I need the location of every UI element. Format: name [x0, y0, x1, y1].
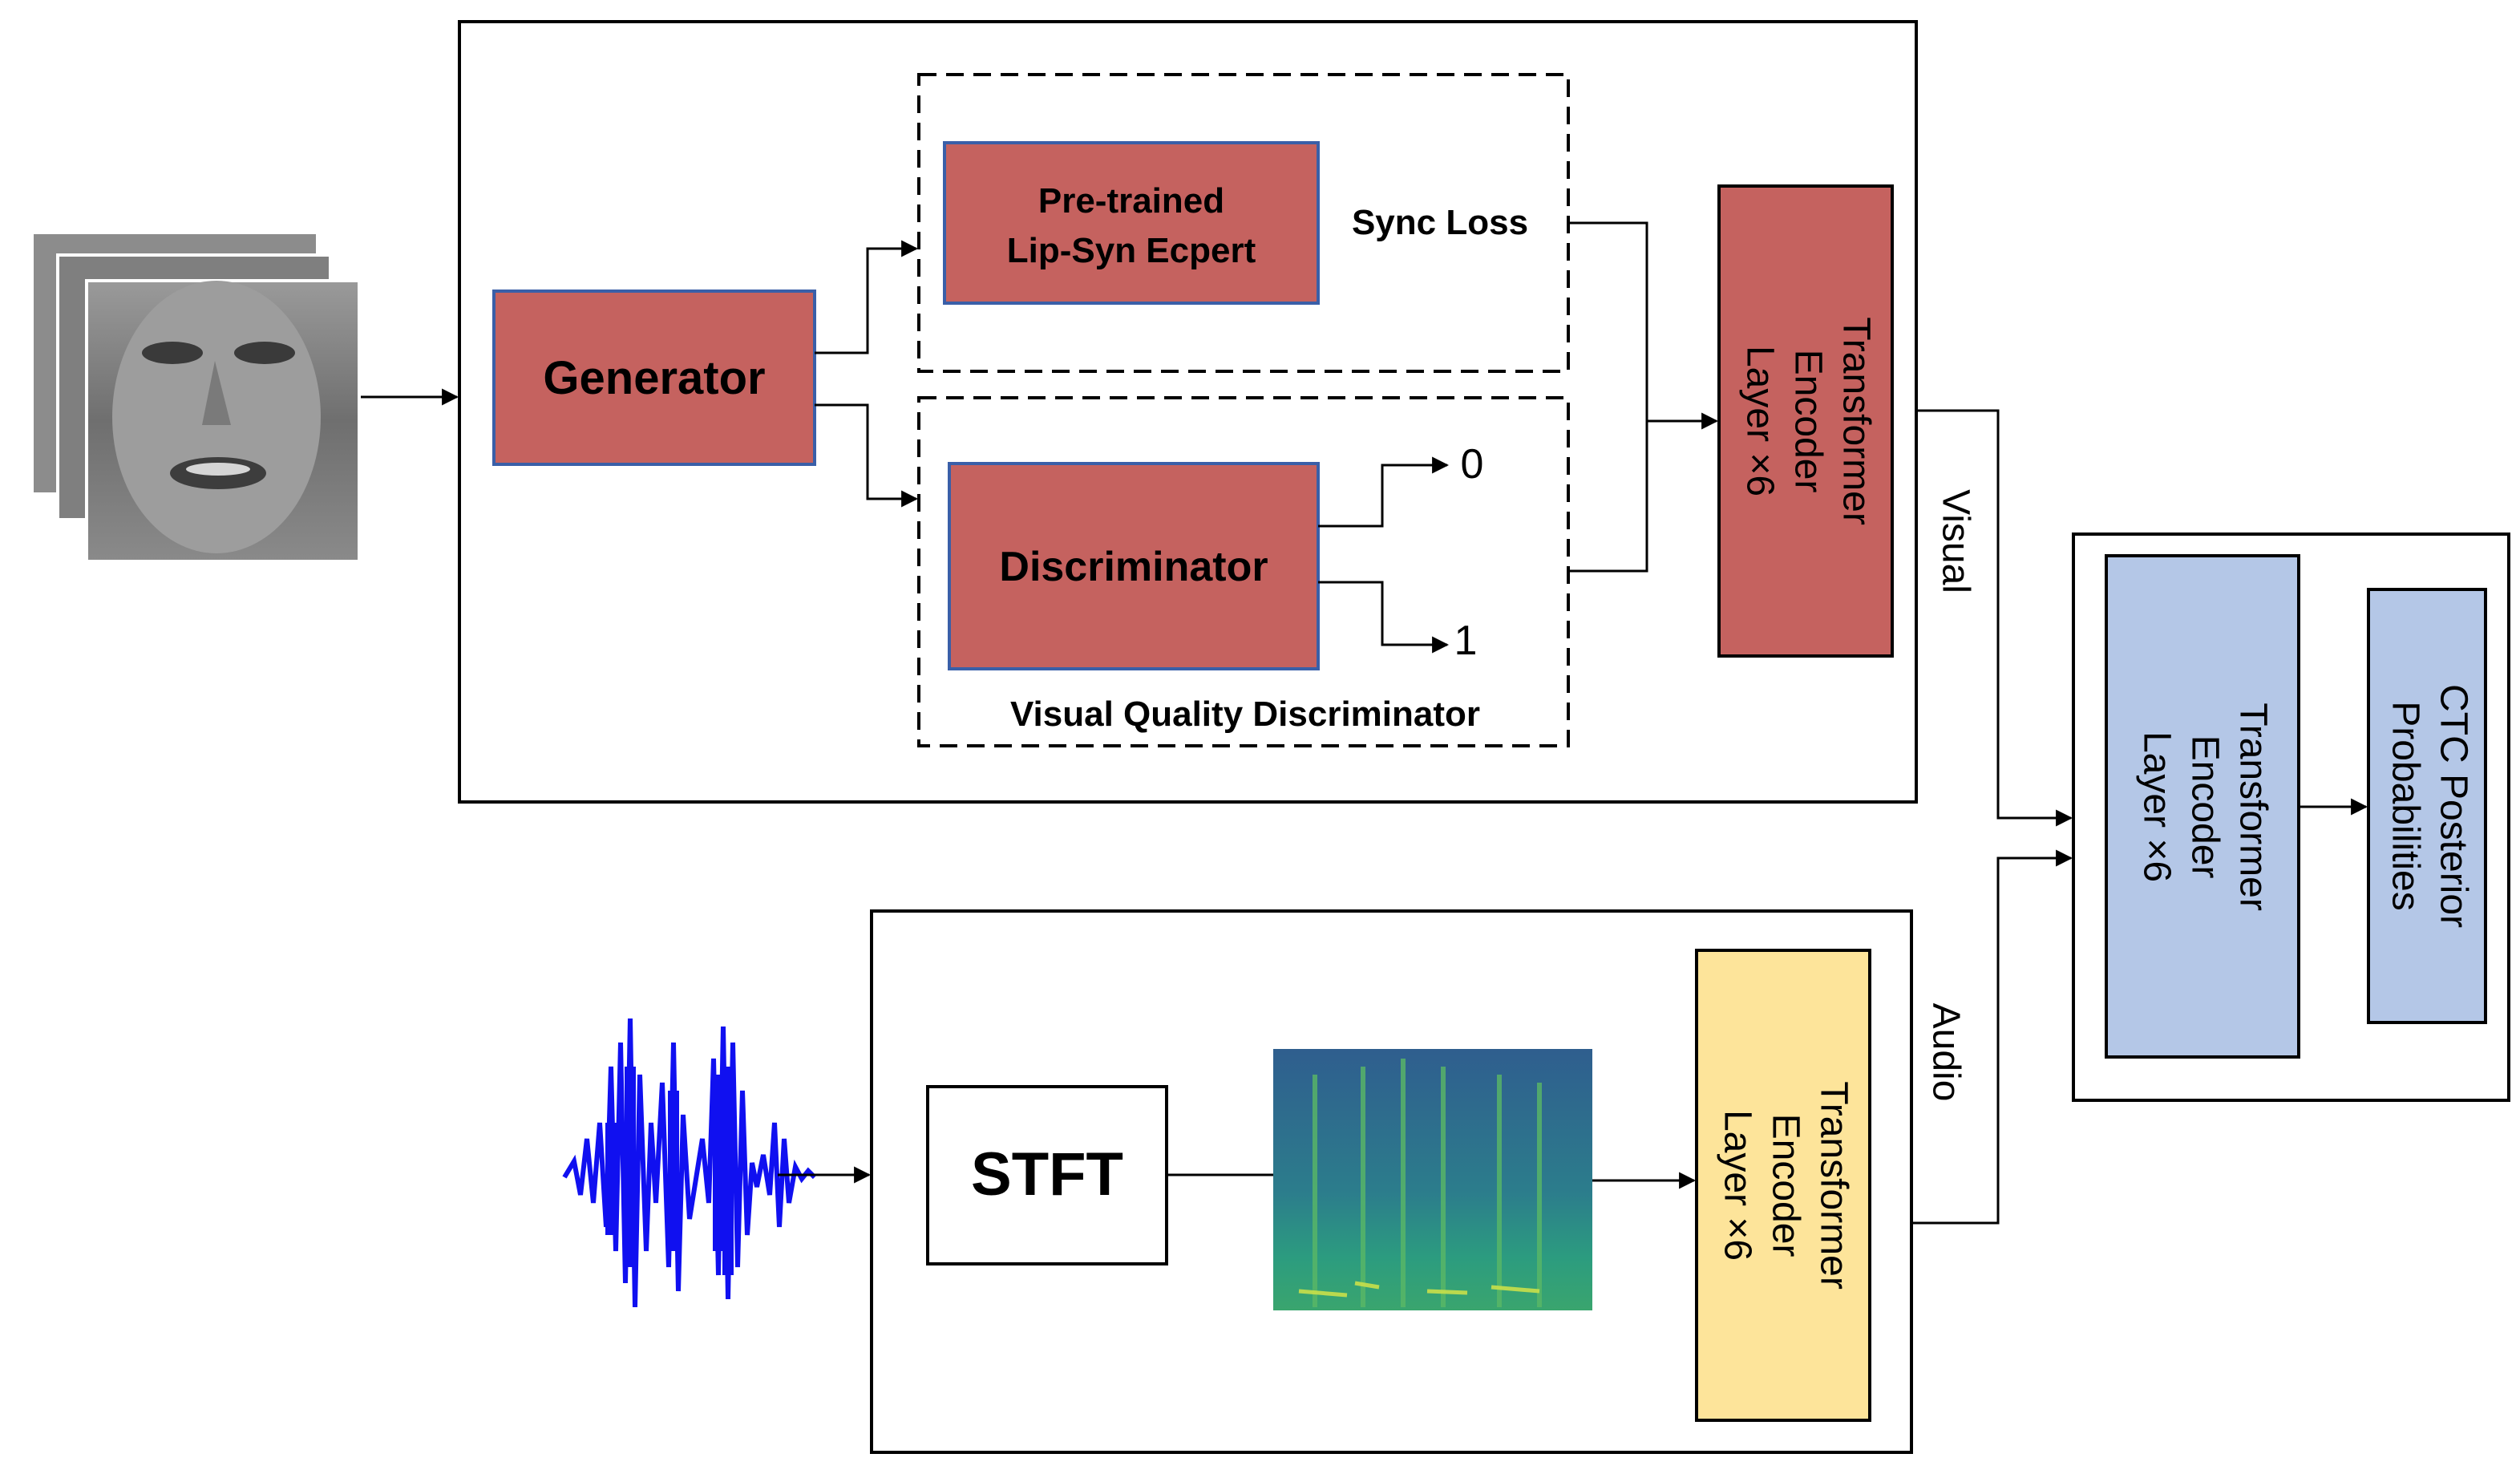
audio-waveform-image: [562, 1018, 817, 1308]
visual-quality-discriminator-label: Visual Quality Discriminator: [1010, 694, 1480, 734]
ctc-output-block: [2367, 588, 2487, 1024]
audio-encoder-label-line2: Encoder: [1764, 1114, 1806, 1257]
face-frames-image: [30, 231, 361, 563]
arrow-generator-to-discriminator: [815, 403, 919, 508]
fusion-encoder-label-line1: Transformer: [2231, 703, 2274, 911]
arrow-audio-to-fusion: [1911, 849, 2073, 1225]
visual-encoder-label-line3: Layer ×6: [1738, 346, 1781, 496]
stft-block: [926, 1085, 1168, 1265]
generator-label: Generator: [543, 352, 765, 404]
lip-sync-expert-label-line2: Lip-Syn Ecpert: [1007, 231, 1256, 270]
lip-sync-expert-block: [943, 141, 1320, 305]
audio-encoder-label-line1: Transformer: [1812, 1081, 1855, 1290]
fusion-container: [2072, 533, 2510, 1102]
fusion-encoder-label-line3: Layer ×6: [2135, 731, 2178, 882]
discriminator-label: Discriminator: [999, 544, 1268, 590]
arrow-visual-to-fusion: [1916, 409, 2073, 827]
audio-encoder-label-line3: Layer ×6: [1716, 1110, 1758, 1261]
discriminator-block: [948, 462, 1320, 670]
audio-branch-container: [870, 909, 1913, 1454]
lip-sync-expert-label-line1: Pre-trained: [1038, 181, 1224, 221]
arrow-discriminator-to-zero: [1318, 456, 1450, 528]
fusion-transformer-encoder-block: [2105, 554, 2300, 1059]
output-one-label: 1: [1454, 618, 1478, 664]
arrow-discriminator-to-one: [1318, 581, 1450, 654]
connectors: [361, 221, 2368, 1225]
audio-transformer-encoder-block: [1695, 949, 1871, 1422]
arrow-generator-to-expert: [815, 240, 919, 354]
generator-block: [492, 290, 816, 466]
ctc-label-line2: Probabilities: [2384, 701, 2426, 910]
line-sync-loss-out: [1568, 221, 1648, 573]
output-zero-label: 0: [1461, 441, 1484, 488]
ctc-label-line1: CTC Posterior: [2432, 684, 2474, 928]
sync-loss-label: Sync Loss: [1352, 203, 1528, 242]
visual-stream-label: Visual: [1934, 489, 1976, 593]
audio-stream-label: Audio: [1924, 1003, 1967, 1102]
fusion-encoder-label-line2: Encoder: [2183, 735, 2226, 879]
stft-label: STFT: [971, 1140, 1123, 1209]
visual-encoder-label-line2: Encoder: [1786, 350, 1829, 493]
visual-transformer-encoder-block: [1717, 184, 1894, 658]
spectrogram-image: [1273, 1049, 1592, 1310]
visual-encoder-label-line1: Transformer: [1834, 317, 1877, 525]
